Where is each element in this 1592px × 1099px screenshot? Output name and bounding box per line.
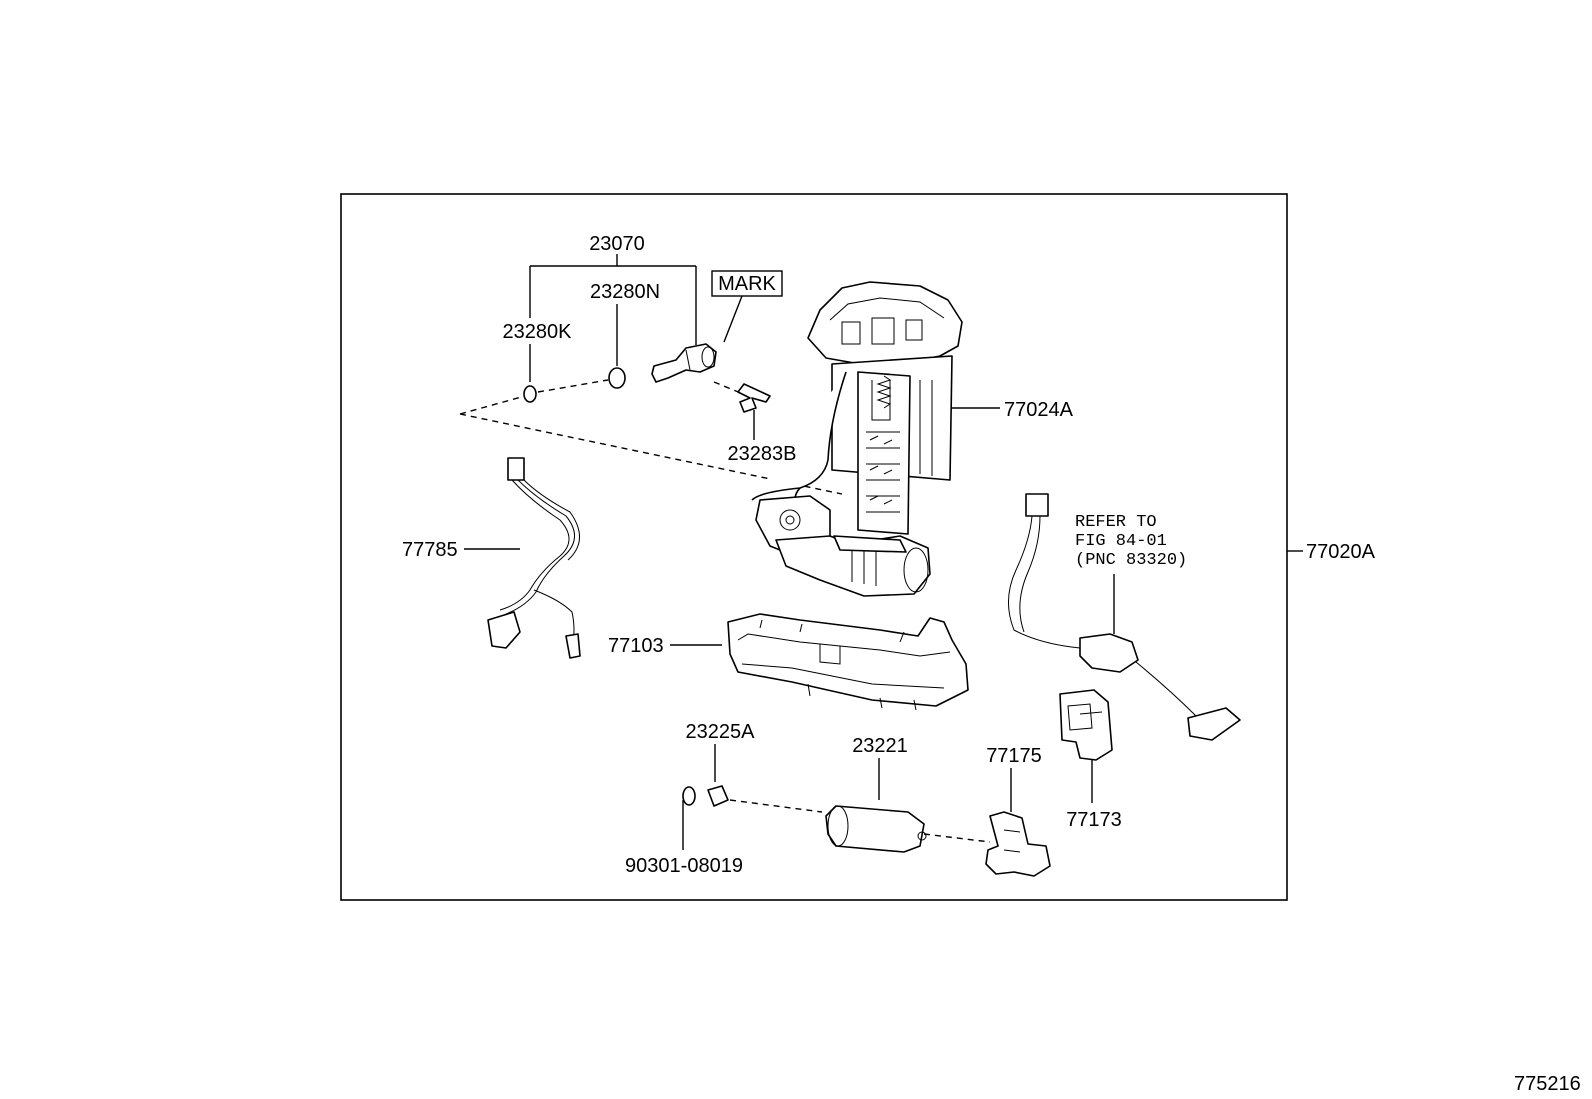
label-23221: 23221 [852,735,908,757]
label-77020A: 77020A [1306,541,1376,563]
sender-bracket-icon [1059,689,1113,761]
figure-id: 775216 [1514,1073,1581,1095]
label-23280N: 23280N [590,281,660,303]
fuel-sender-gauge-icon [1008,493,1241,741]
refer-note-line-2: FIG 84-01 [1075,532,1167,551]
mark-label: MARK [718,273,776,295]
part-labels: 23070 23280N 23280K 23283B 77024A 77785 … [402,233,1376,877]
refer-note: REFER TO FIG 84-01 (PNC 83320) [1075,513,1187,570]
label-77785: 77785 [402,539,458,561]
o-ring-23280k-icon [523,385,537,403]
diagram-frame [340,193,1288,901]
label-23283B: 23283B [728,443,797,465]
refer-note-line-3: (PNC 83320) [1075,551,1187,570]
label-77173: 77173 [1066,809,1122,831]
pump-holder-icon [985,811,1051,877]
filter-icon [707,785,729,807]
pump-bracket-icon [727,613,969,711]
mark-callout: MARK [711,270,783,297]
label-77024A: 77024A [1004,399,1074,421]
fuel-pipe-fitting-icon [651,343,717,383]
washer-icon [682,786,696,806]
label-77103: 77103 [608,635,664,657]
label-23070: 23070 [589,233,645,255]
wire-harness-icon [487,457,581,659]
label-23280K: 23280K [503,321,573,343]
fuel-pump-motor-icon [825,805,927,853]
refer-note-line-1: REFER TO [1075,513,1157,532]
fuel-pump-module-icon [751,281,963,597]
retainer-clip-icon [737,383,771,413]
label-90301-08019: 90301-08019 [625,855,743,877]
o-ring-23280n-icon [608,367,626,389]
label-77175: 77175 [986,745,1042,767]
label-23225A: 23225A [686,721,756,743]
leader-lines [459,254,1303,850]
